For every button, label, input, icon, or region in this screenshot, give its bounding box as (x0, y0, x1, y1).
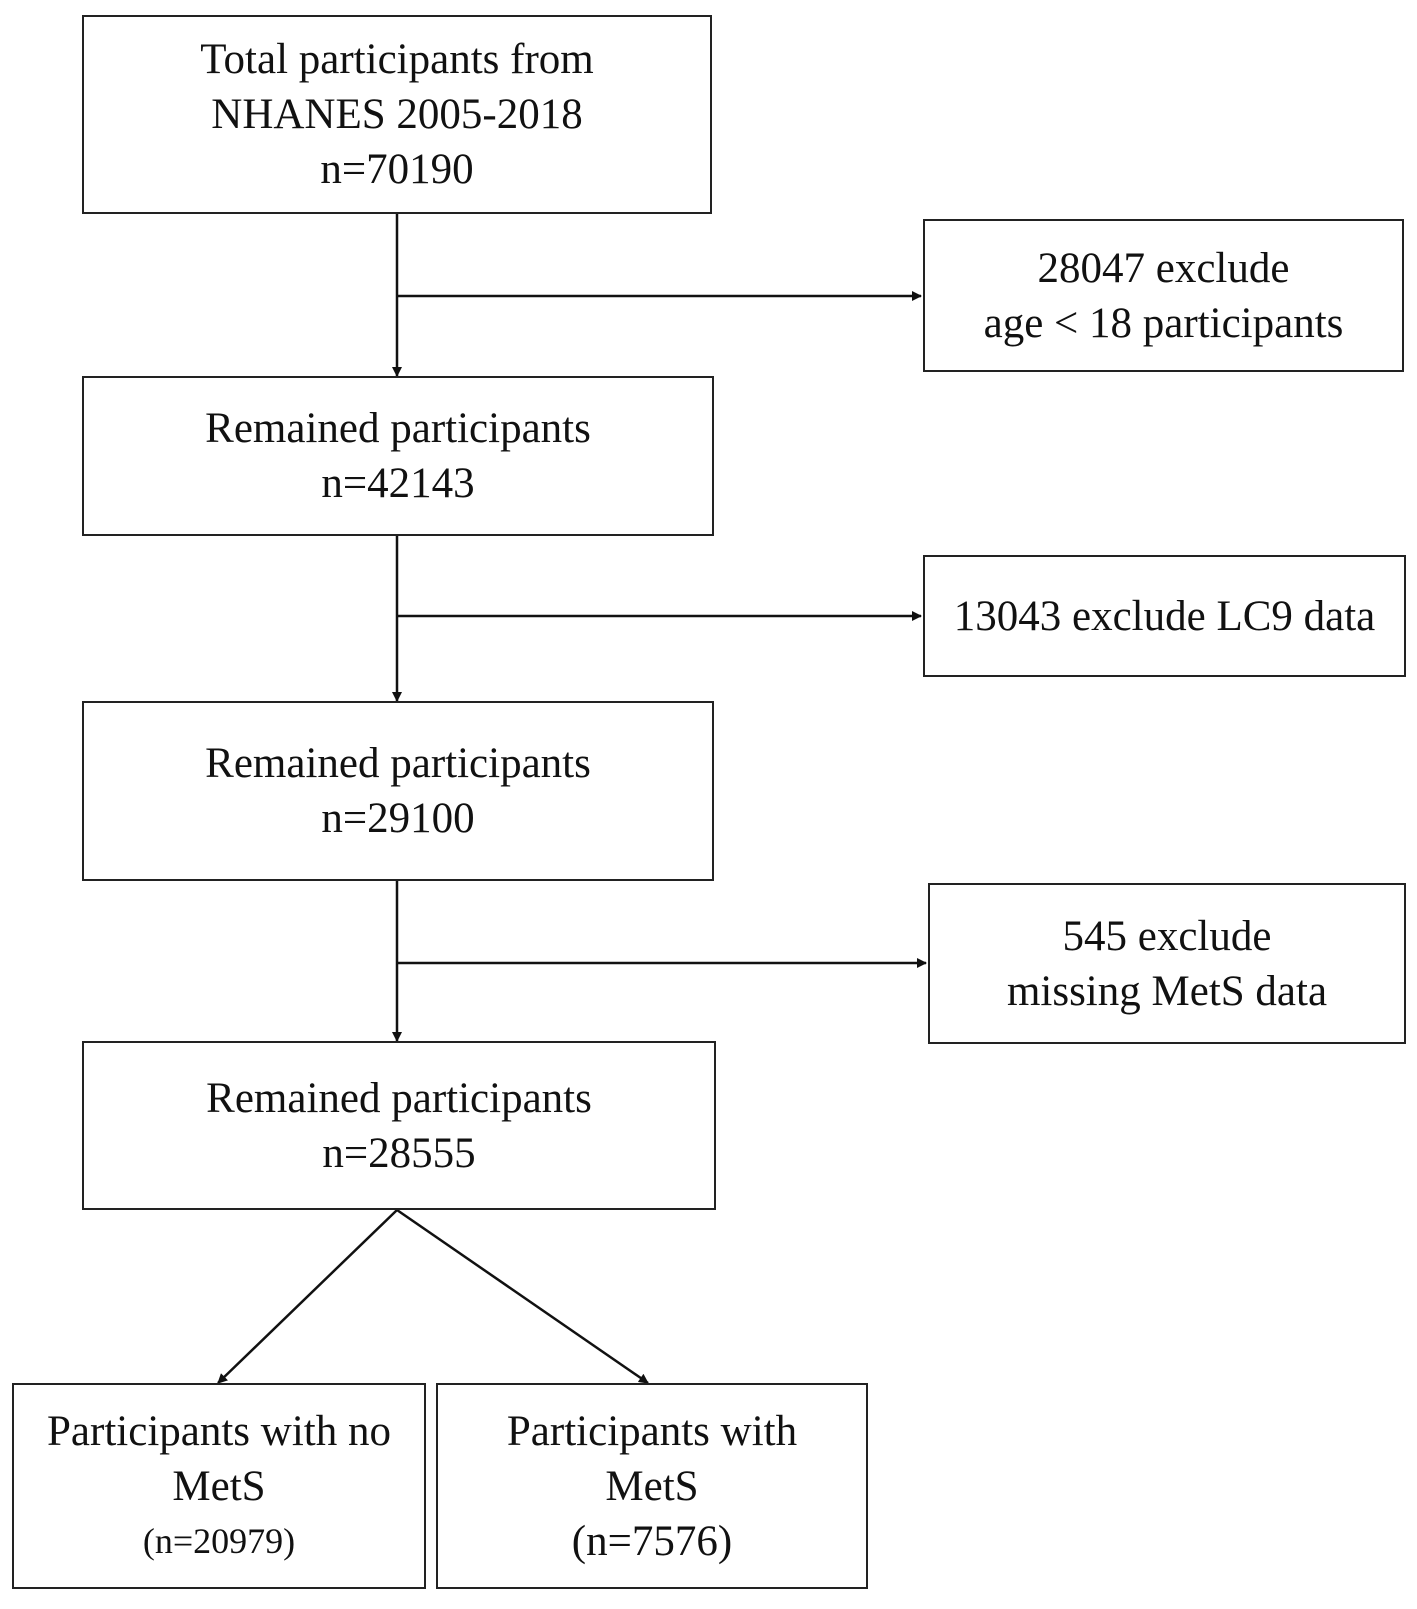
with-mets-line-1: Participants with (506, 1407, 798, 1455)
remained-1-line-2: n=42143 (321, 460, 475, 507)
with-mets-line-2: MetS (605, 1462, 699, 1510)
exclusion-2-line-1: 13043 exclude LC9 data (953, 592, 1376, 640)
exclusion-1-line-2: age < 18 participants (983, 299, 1344, 347)
start-line-2: NHANES 2005-2018 (211, 91, 583, 138)
exclusion-3-line-1: 545 exclude (1062, 912, 1272, 960)
exclusion-box-3: 545 exclude missing MetS data (928, 883, 1406, 1044)
start-line-3: n=70190 (320, 146, 474, 193)
exclusion-3-line-2: missing MetS data (1006, 967, 1328, 1015)
no-mets-line-2: MetS (172, 1462, 266, 1510)
no-mets-line-3: (n=20979) (142, 1520, 296, 1561)
start-line-1: Total participants from (200, 36, 594, 83)
no-mets-line-1: Participants with no (47, 1407, 391, 1455)
exclusion-box-1: 28047 exclude age < 18 participants (923, 219, 1404, 372)
remained-3-line-1: Remained participants (206, 1074, 592, 1122)
remained-box-2: Remained participants n=29100 (82, 701, 714, 881)
arrow-to-with-mets (396, 1208, 649, 1385)
exclusion-box-2: 13043 exclude LC9 data (923, 555, 1406, 677)
start-box: Total participants from NHANES 2005-2018… (82, 15, 712, 214)
remained-1-line-1: Remained participants (205, 405, 591, 452)
remained-3-line-2: n=28555 (322, 1129, 476, 1177)
remained-2-line-1: Remained participants (205, 740, 591, 787)
remained-2-line-2: n=29100 (321, 795, 475, 842)
remained-box-1: Remained participants n=42143 (82, 376, 714, 536)
no-mets-box: Participants with no MetS (n=20979) (12, 1383, 426, 1589)
arrow-to-no-mets (217, 1209, 398, 1384)
exclusion-1-line-1: 28047 exclude (1037, 244, 1290, 292)
with-mets-box: Participants with MetS (n=7576) (436, 1383, 868, 1589)
with-mets-line-3: (n=7576) (571, 1517, 733, 1565)
remained-box-3: Remained participants n=28555 (82, 1041, 716, 1210)
